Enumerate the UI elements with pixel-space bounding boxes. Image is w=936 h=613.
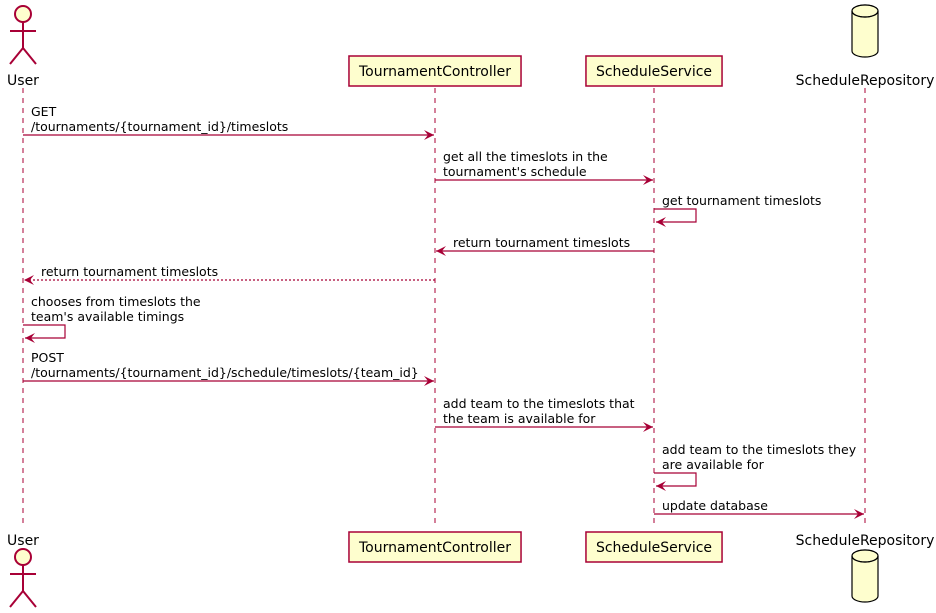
message-label: add team to the timeslots that: [443, 396, 635, 411]
participant-label: TournamentController: [358, 540, 511, 556]
self-message-arrow: [23, 324, 66, 343]
database-icon: [851, 4, 879, 58]
participant-user-top[interactable]: User: [7, 5, 39, 89]
participant-ss-bottom[interactable]: ScheduleService: [585, 531, 723, 563]
participant-sr-top[interactable]: ScheduleRepository: [796, 4, 935, 89]
participant-label: User: [7, 533, 39, 549]
message-label: /tournaments/{tournament_id}/timeslots: [31, 119, 288, 134]
message-label: add team to the timeslots they: [662, 442, 857, 457]
self-message-arrow: [654, 472, 697, 491]
message-label: team's available timings: [31, 309, 184, 324]
message-label: the team is available for: [443, 411, 596, 426]
message-label: tournament's schedule: [443, 164, 587, 179]
actor-icon: [9, 5, 37, 65]
message-label: return tournament timeslots: [453, 235, 630, 250]
message-10[interactable]: update database: [654, 498, 864, 519]
actor-icon: [9, 548, 37, 608]
participant-label: TournamentController: [358, 64, 511, 80]
participant-user-bottom[interactable]: User: [7, 533, 39, 608]
message-label: are available for: [662, 457, 765, 472]
participant-ss-top[interactable]: ScheduleService: [585, 55, 723, 87]
participant-box: [348, 531, 522, 563]
participant-label: ScheduleRepository: [796, 73, 935, 89]
message-1[interactable]: GET/tournaments/{tournament_id}/timeslot…: [23, 104, 434, 140]
self-message-arrow: [654, 208, 697, 227]
message-label: /tournaments/{tournament_id}/schedule/ti…: [31, 365, 419, 380]
message-label: get tournament timeslots: [662, 193, 821, 208]
participant-label: ScheduleService: [596, 64, 712, 80]
participant-label: ScheduleService: [596, 540, 712, 556]
message-label: get all the timeslots in the: [443, 149, 608, 164]
message-label: update database: [662, 498, 768, 513]
message-label: GET: [31, 104, 57, 119]
participant-label: ScheduleRepository: [796, 533, 935, 549]
message-label: chooses from timeslots the: [31, 294, 201, 309]
message-7[interactable]: POST/tournaments/{tournament_id}/schedul…: [23, 350, 434, 386]
message-2[interactable]: get all the timeslots in thetournament's…: [435, 149, 653, 185]
participant-tc-bottom[interactable]: TournamentController: [348, 531, 522, 563]
message-3[interactable]: get tournament timeslots: [654, 193, 821, 227]
message-5[interactable]: return tournament timeslots: [24, 264, 435, 285]
participant-box: [585, 55, 723, 87]
message-label: POST: [31, 350, 64, 365]
database-icon: [851, 549, 879, 603]
message-4[interactable]: return tournament timeslots: [436, 235, 654, 256]
participant-sr-bottom[interactable]: ScheduleRepository: [796, 533, 935, 603]
participant-box: [348, 55, 522, 87]
participant-label: User: [7, 73, 39, 89]
participant-tc-top[interactable]: TournamentController: [348, 55, 522, 87]
participant-box: [585, 531, 723, 563]
message-label: return tournament timeslots: [41, 264, 218, 279]
